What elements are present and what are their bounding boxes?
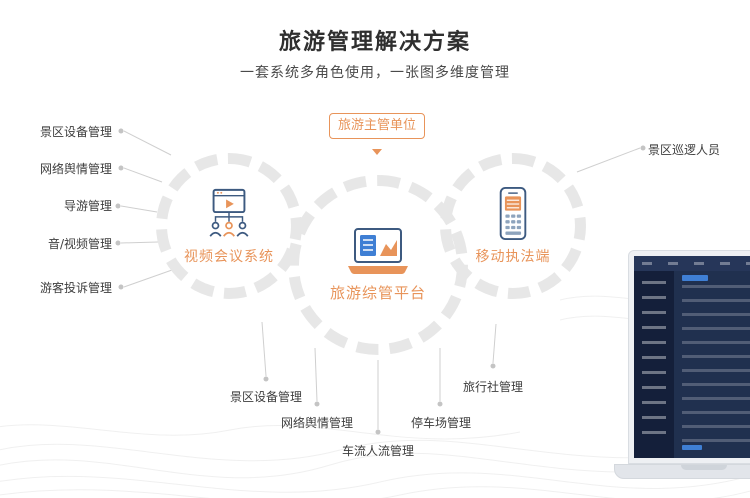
- node-label-mobile-enforcement: 移动执法端: [475, 249, 551, 265]
- laptop-screen-frame: [628, 250, 750, 464]
- dashboard-laptop-mockup: [614, 250, 750, 490]
- bottom-label-public-opinion: 网络舆情管理: [280, 416, 353, 430]
- bottom-label-parking: 停车场管理: [410, 416, 471, 430]
- down-arrow-icon: [372, 149, 382, 155]
- left-label-av-management: 音/视频管理: [47, 237, 112, 251]
- left-label-guide-management: 导游管理: [63, 199, 112, 213]
- laptop-chart-icon: [348, 228, 408, 274]
- node-platform: 旅游综管平台: [288, 175, 468, 355]
- page-title: 旅游管理解决方案: [278, 30, 471, 55]
- dashboard-screen: [634, 256, 750, 458]
- laptop-base: [614, 464, 750, 479]
- node-label-video-conference: 视频会议系统: [184, 248, 274, 265]
- left-label-public-opinion: 网络舆情管理: [39, 162, 112, 176]
- dashboard-blue-chip: [682, 275, 708, 281]
- page-subtitle: 一套系统多角色使用，一张图多维度管理: [240, 65, 510, 81]
- dashboard-main-area: [674, 271, 750, 458]
- dashboard-topbar: [634, 256, 750, 271]
- node-mobile-enforcement: 移动执法端: [440, 153, 586, 299]
- bottom-label-travel-agency: 旅行社管理: [462, 380, 523, 394]
- left-label-complaint-management: 游客投诉管理: [39, 281, 112, 295]
- left-label-device-management: 景区设备管理: [39, 125, 112, 139]
- right-label-patrol-staff: 景区巡逻人员: [648, 143, 721, 157]
- handheld-device-icon: [499, 186, 527, 241]
- bottom-label-device-management: 景区设备管理: [229, 390, 302, 404]
- video-conference-icon: [209, 188, 249, 237]
- dashboard-sidebar: [634, 271, 674, 458]
- node-video-conference: 视频会议系统: [156, 153, 302, 299]
- top-authority-box: 旅游主管单位: [329, 113, 425, 139]
- bottom-label-traffic-flow: 车流人流管理: [341, 444, 414, 458]
- node-label-platform: 旅游综管平台: [329, 284, 426, 302]
- dashboard-blue-chip-2: [682, 445, 702, 450]
